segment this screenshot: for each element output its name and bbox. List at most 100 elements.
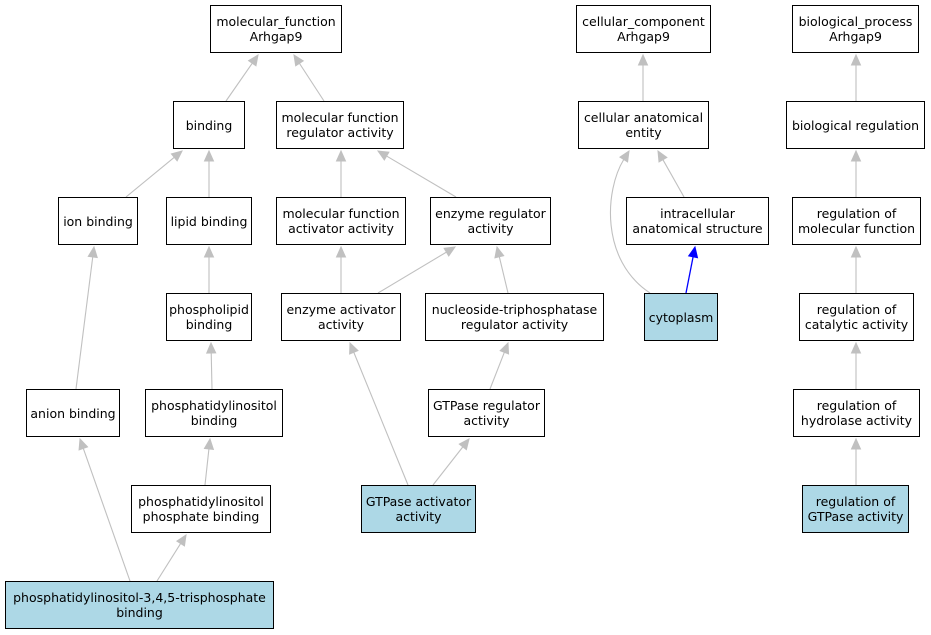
node-label-line: biological regulation [791, 117, 920, 133]
edge-anion_binding-to-ion_binding [75, 256, 94, 390]
node-label-line: intracellular [660, 206, 735, 221]
node-label-line: GTPase regulator [433, 398, 540, 413]
arrowhead-reg_catalytic-to-reg_mol_function [850, 245, 862, 258]
node-lipid-binding[interactable]: lipid binding [166, 197, 252, 245]
arrowhead-gtpase_regulator-to-ntpase_regulator [499, 341, 510, 355]
node-label-line: phospholipid [169, 302, 249, 317]
arrowhead-mf_activator-to-mf_regulator [335, 149, 347, 162]
node-label-line: lipid binding [170, 213, 248, 229]
arrowhead-enzyme_activator-to-enzyme_regulator [443, 246, 457, 257]
node-label-line: Arhgap9 [249, 29, 303, 44]
node-label-line: molecular_function [216, 14, 336, 29]
node-label-line: cellular anatomical [583, 110, 704, 125]
arrowhead-enzyme_activator-to-mf_activator [335, 245, 347, 258]
node-label-line: Arhgap9 [829, 29, 882, 44]
edge-cytoplasm-to-intracellular [685, 256, 694, 294]
node-label-line: phosphatidylinositol-3,4,5-trisphosphate [13, 590, 266, 605]
node-cytoplasm[interactable]: cytoplasm [644, 293, 718, 341]
node-label-line: binding [190, 413, 238, 428]
arrowhead-phospholipid_binding-to-lipid_binding [203, 245, 215, 258]
node-label-line: regulation of [815, 494, 896, 509]
arrowhead-lipid_binding-to-binding [203, 149, 215, 162]
edge-intracellular-to-cell_anat_entity [662, 159, 685, 198]
edge-cytoplasm-to-cell_anat_entity [610, 159, 651, 294]
node-label-line: binding [185, 317, 233, 332]
node-pip3-binding[interactable]: phosphatidylinositol-3,4,5-trisphosphate… [5, 581, 274, 629]
arrowhead-enzyme_regulator-to-mf_regulator [376, 150, 390, 161]
node-label-line: regulation of [816, 302, 897, 317]
node-label-line: activity [463, 413, 510, 428]
arrowhead-gtpase_activator-to-enzyme_activator [349, 341, 359, 355]
node-label-line: enzyme activator [286, 302, 396, 317]
node-label-line: catalytic activity [804, 317, 909, 332]
edge-ion_binding-to-binding [125, 156, 175, 198]
arrowhead-reg_hydrolase-to-reg_catalytic [850, 341, 862, 354]
arrowhead-cytoplasm-to-intracellular [687, 245, 699, 259]
edge-gtpase_activator-to-enzyme_activator [353, 352, 409, 486]
arrowhead-pip3_binding-to-anion_binding [78, 437, 89, 451]
node-label-line: molecular function [281, 110, 399, 125]
arrowhead-reg_mol_function-to-bio_regulation [850, 149, 862, 162]
arrowhead-pip3_binding-to-ptdins_phosphate_binding [175, 533, 187, 547]
node-label-line: activator activity [288, 221, 394, 236]
node-label-line: ion binding [63, 213, 133, 229]
edge-ptdins_phosphate_binding-to-ptdins_binding [204, 448, 210, 486]
node-label-line: phosphate binding [142, 509, 260, 524]
edge-pip3_binding-to-ptdins_phosphate_binding [156, 543, 182, 582]
node-label-line: GTPase activator [365, 494, 472, 509]
node-label-line: entity [625, 125, 662, 140]
node-label-line: enzyme regulator [435, 206, 546, 221]
node-label-line: activity [467, 221, 514, 236]
arrowhead-intracellular-to-cell_anat_entity [657, 149, 668, 163]
arrowhead-ptdins_binding-to-phospholipid_binding [205, 341, 217, 354]
node-label-line: phosphatidylinositol [151, 398, 277, 413]
edge-mf_regulator-to-mf_root [299, 63, 325, 102]
arrowhead-cell_anat_entity-to-cc_root [637, 53, 649, 66]
node-label-line: regulation of [816, 398, 897, 413]
node-label-line: molecular function [282, 206, 400, 221]
edge-enzyme_activator-to-enzyme_regulator [377, 251, 447, 294]
edge-binding-to-mf_root [225, 62, 253, 102]
node-anion-binding[interactable]: anion binding [26, 389, 120, 437]
arrowhead-cytoplasm-to-cell_anat_entity [619, 149, 630, 163]
arrowhead-ion_binding-to-binding [170, 150, 183, 162]
node-binding[interactable]: binding [173, 101, 245, 149]
edge-pip3_binding-to-anion_binding [82, 448, 131, 582]
edge-enzyme_regulator-to-mf_regulator [386, 155, 457, 198]
node-ion-binding[interactable]: ion binding [58, 197, 138, 245]
node-label-line: nucleoside-triphosphatase [431, 302, 598, 317]
node-label-line: anatomical structure [632, 221, 763, 236]
node-label-line: regulator activity [460, 317, 569, 332]
node-bio-regulation[interactable]: biological regulation [786, 101, 925, 149]
node-label-line: GTPase activity [807, 509, 904, 524]
node-label-line: activity [395, 509, 442, 524]
node-label-line: molecular function [797, 221, 916, 236]
node-label-line: cytoplasm [648, 309, 714, 325]
arrowhead-bio_regulation-to-bp_root [850, 53, 862, 66]
node-label-line: binding [185, 117, 233, 133]
node-label-line: Arhgap9 [617, 29, 670, 44]
node-label-line: phosphatidylinositol [138, 494, 264, 509]
arrowhead-binding-to-mf_root [247, 53, 259, 67]
arrowhead-reg_gtpase-to-reg_hydrolase [850, 437, 862, 450]
